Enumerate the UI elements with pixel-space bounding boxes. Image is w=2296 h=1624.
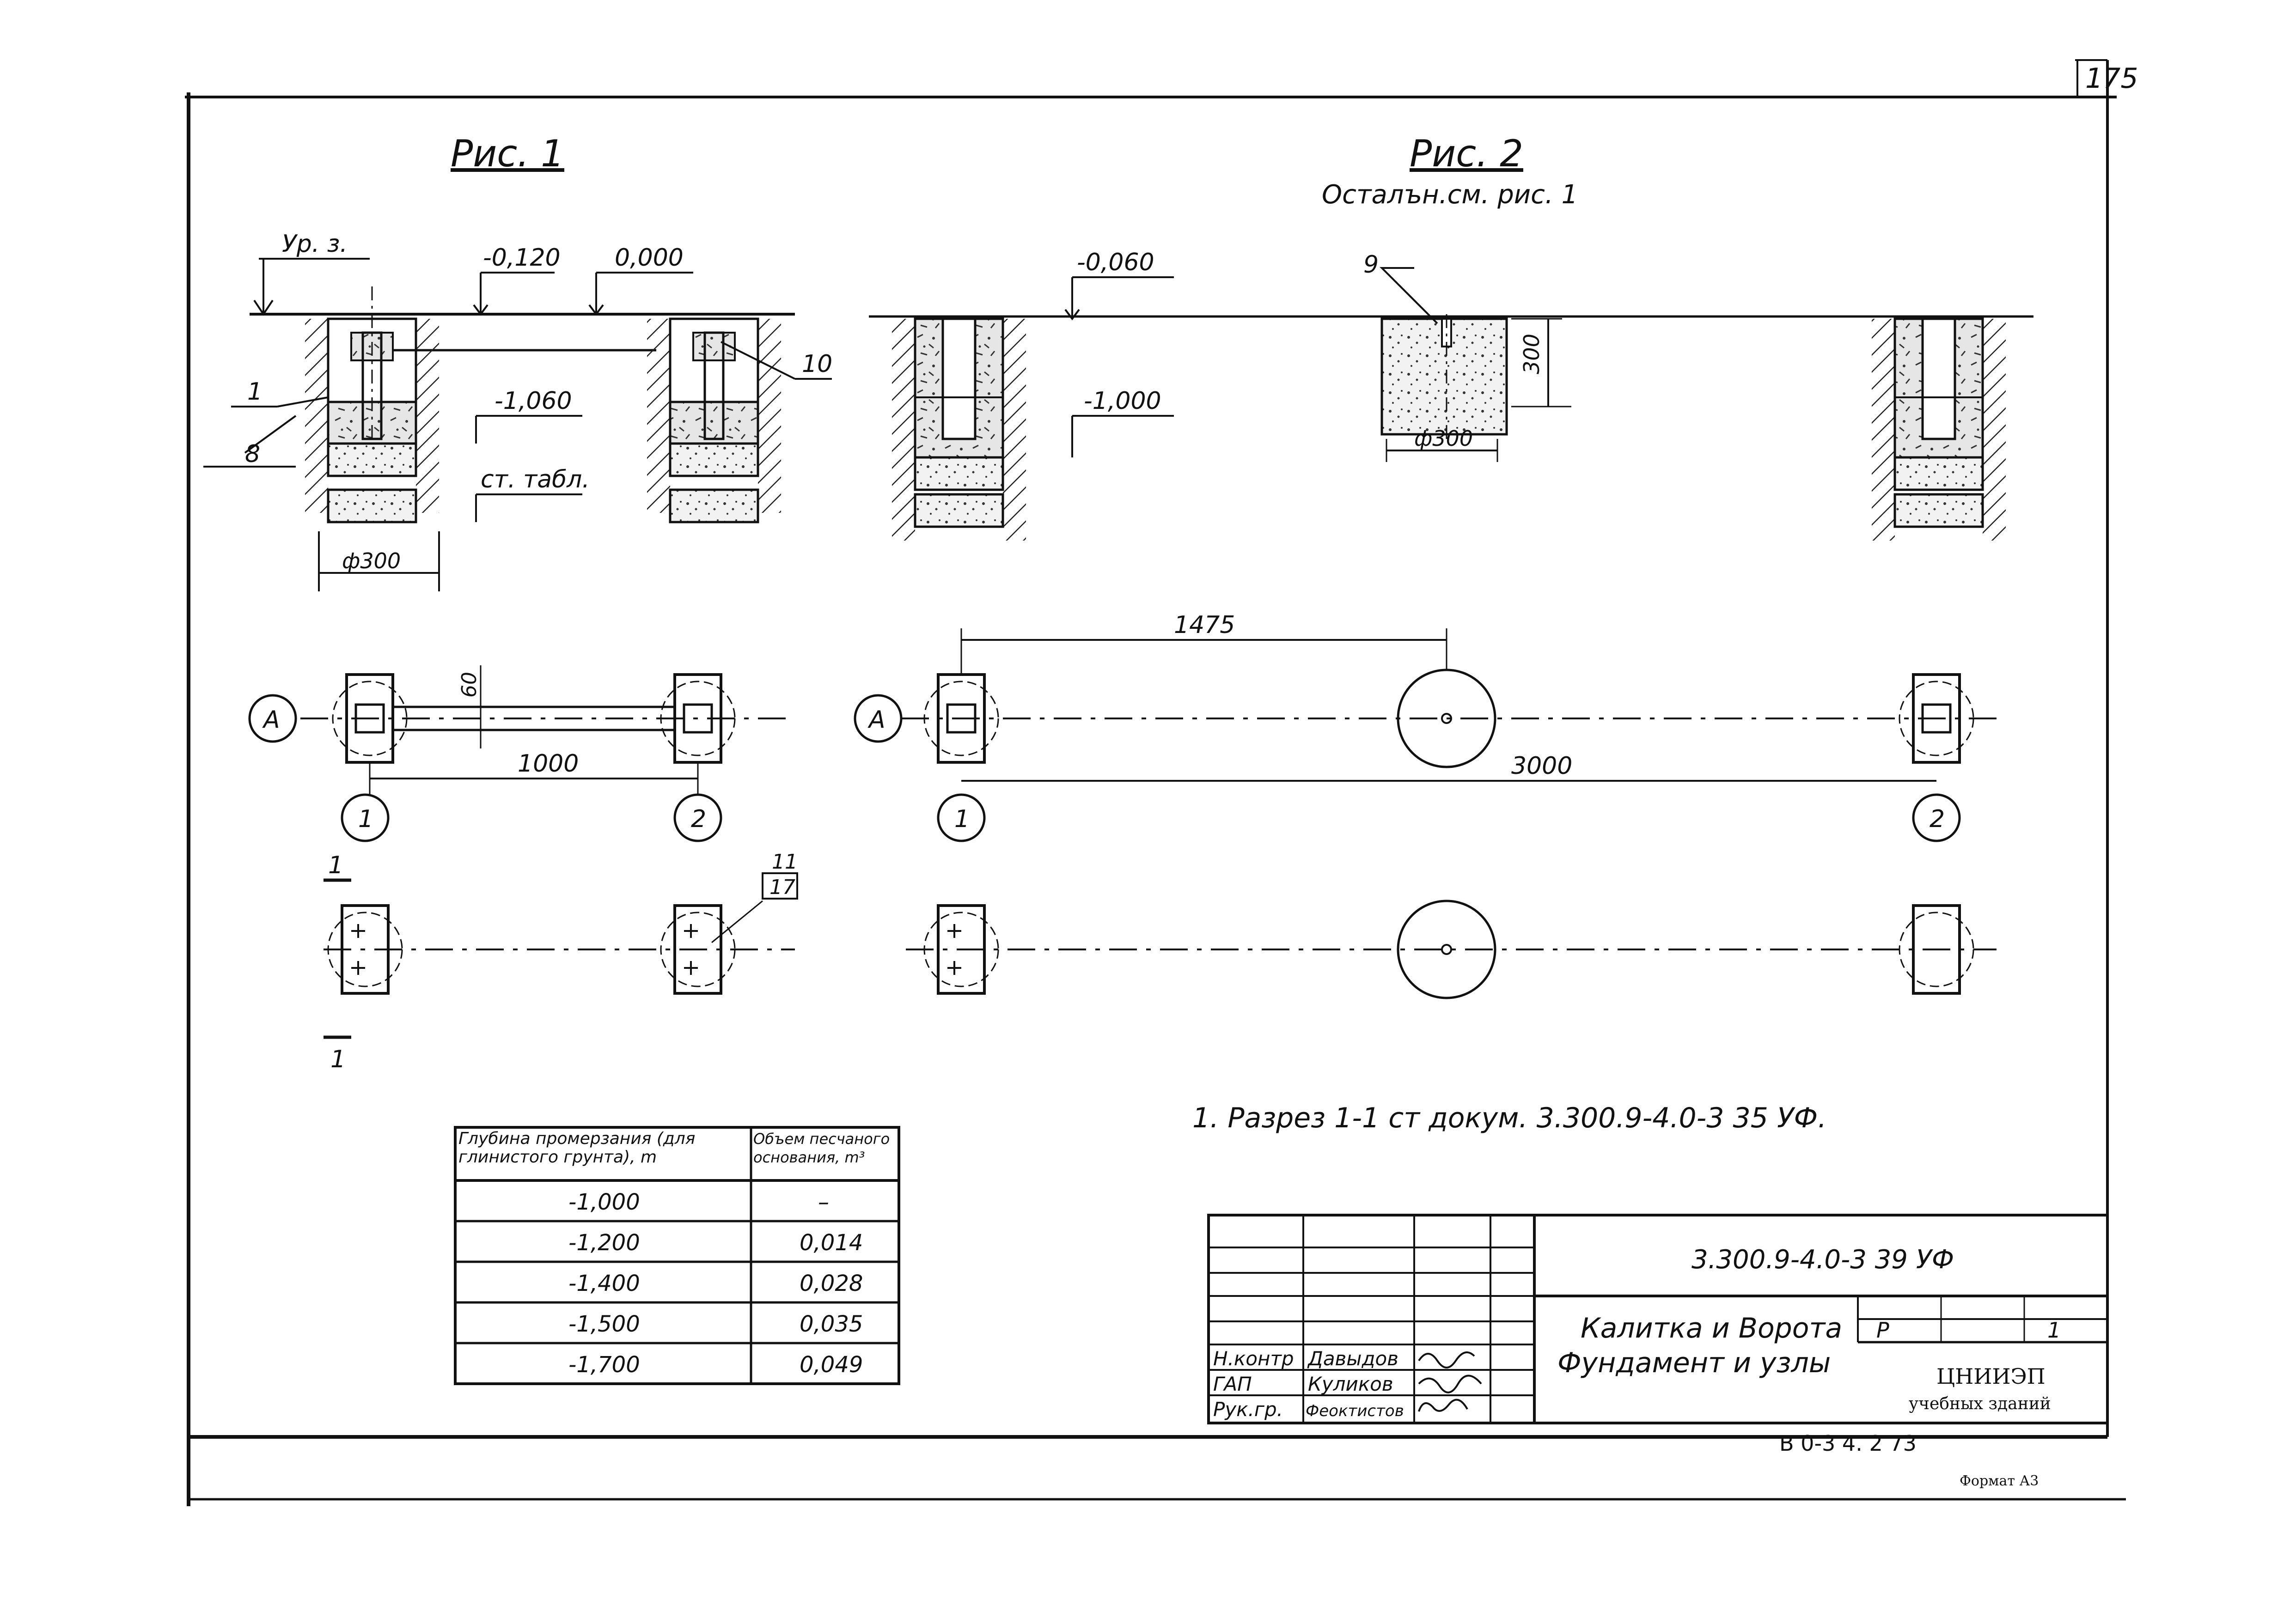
axis-2-bubble-1 — [673, 793, 722, 842]
table-cell: – — [818, 1189, 829, 1215]
table-cell: 0,028 — [800, 1271, 863, 1296]
table-cell: -1,400 — [568, 1271, 640, 1296]
fig2-section: Рис. 2 Осталън.см. рис. 1 — [869, 132, 2033, 541]
table-cell: 0,049 — [800, 1352, 863, 1378]
fig1-elev-a: -0,120 — [483, 244, 561, 272]
footing-right — [647, 317, 781, 523]
sand-table-header-volume: Объем песчаного основания, m³ — [753, 1130, 890, 1166]
axis-a-bubble-2 — [854, 694, 903, 743]
table-cell: -1,200 — [568, 1230, 640, 1256]
sheet-number: 175 — [2085, 62, 2138, 95]
plan2-dim-offset: 1475 — [1174, 611, 1235, 639]
doc-code: 3.300.9-4.0-3 39 УФ — [1691, 1245, 1954, 1275]
note-text: 1. Разрез 1-1 ст докум. 3.300.9-4.0-3 35… — [1192, 1102, 1826, 1134]
fig1-pos-10: 10 — [802, 350, 832, 378]
fig1-elev-c: -1,060 — [495, 387, 572, 415]
fig2-elev-a: -0,060 — [1077, 249, 1154, 276]
fig2-elev-b: -1,000 — [1084, 387, 1161, 415]
fig1-section: Рис. 1 — [203, 132, 832, 591]
role-ruk-gr: Рук.гр. — [1213, 1398, 1283, 1421]
plan1-axis-2: 2 — [691, 805, 706, 833]
title-line-1: Калитка и Ворота — [1581, 1312, 1842, 1344]
fig1-pos-1: 1 — [247, 378, 263, 406]
bottom-code: В 0-3 4. 2 73 — [1779, 1431, 1917, 1456]
sheet-value: 1 — [2047, 1318, 2061, 1343]
plan2-axis-2: 2 — [1930, 805, 1945, 833]
signatures — [1418, 1351, 1482, 1412]
fig1-diameter: ф300 — [342, 548, 401, 573]
axis-1-bubble-2 — [937, 793, 986, 842]
axis-2-bubble-2 — [1912, 793, 1961, 842]
fig2-subtitle: Осталън.см. рис. 1 — [1322, 180, 1578, 210]
name-kulikov: Куликов — [1308, 1373, 1393, 1395]
name-feoktistov: Феоктистов — [1306, 1402, 1404, 1420]
plan2-axis-letter: А — [867, 706, 885, 734]
table-cell: -1,500 — [568, 1311, 640, 1337]
fig2-pos-9: 9 — [1363, 251, 1379, 279]
stage-value: Р — [1876, 1318, 1889, 1343]
role-gap: ГАП — [1213, 1373, 1252, 1395]
name-davydov: Давыдов — [1307, 1347, 1398, 1370]
title-block: 3.300.9-4.0-3 39 УФ Калитка и Ворота Фун… — [1207, 1214, 2109, 1424]
table-cell: 0,035 — [800, 1311, 863, 1337]
plan1-section-mark-top: 1 — [328, 852, 343, 879]
title-line-2: Фундамент и узлы — [1557, 1347, 1831, 1379]
format-label: Формат А3 — [1960, 1473, 2039, 1489]
plan1-callout-num: 11 — [772, 850, 798, 874]
fig1-table-ref: ст. табл. — [481, 466, 590, 493]
plan1-axis-letter: А — [262, 706, 280, 734]
table-cell: -1,000 — [568, 1189, 640, 1215]
org-line-1: ЦНИИЭП — [1936, 1364, 2046, 1389]
plan2: А 1475 3000 1 2 — [854, 611, 1997, 999]
fig2-diameter: ф300 — [1414, 426, 1473, 451]
sheet-frame — [185, 59, 2126, 1506]
table-cell: 0,014 — [800, 1230, 863, 1256]
plan2-axis-1: 1 — [954, 805, 970, 833]
plan1-callout-sheet: 17 — [769, 876, 795, 899]
fig1-elev-b: 0,000 — [615, 244, 684, 272]
fig2-footing-center — [1380, 267, 1571, 462]
axis-a-bubble-1 — [248, 694, 297, 743]
sand-table: Глубина промерзания (для глинистого грун… — [454, 1126, 900, 1385]
fig2-title: Рис. 2 — [1410, 132, 1523, 175]
sand-table-header-depth: Глубина промерзания (для глинистого грун… — [458, 1130, 696, 1167]
axis-1-bubble-1 — [341, 793, 390, 842]
fig1-title: Рис. 1 — [451, 132, 564, 175]
fig1-pos-8: 8 — [245, 440, 260, 468]
plan1-dim-span: 1000 — [518, 750, 579, 778]
fig1-level-label: Ур. з. — [282, 230, 348, 258]
plan1-section-mark-bottom: 1 — [330, 1046, 346, 1073]
fig2-dim-300: 300 — [1519, 334, 1544, 374]
plan1-dim-width: 60 — [458, 672, 481, 698]
plan1: А 60 1000 1 2 1 1 — [248, 665, 798, 1073]
role-n-kontr: Н.контр — [1213, 1347, 1294, 1370]
fig2-footing-left — [892, 317, 1026, 541]
footing-left — [305, 286, 439, 523]
org-line-2: учебных зданий — [1909, 1394, 2051, 1413]
table-cell: -1,700 — [568, 1352, 640, 1378]
plan2-dim-span: 3000 — [1511, 752, 1572, 780]
plan1-axis-1: 1 — [358, 805, 373, 833]
fig2-footing-right — [1872, 317, 2006, 541]
